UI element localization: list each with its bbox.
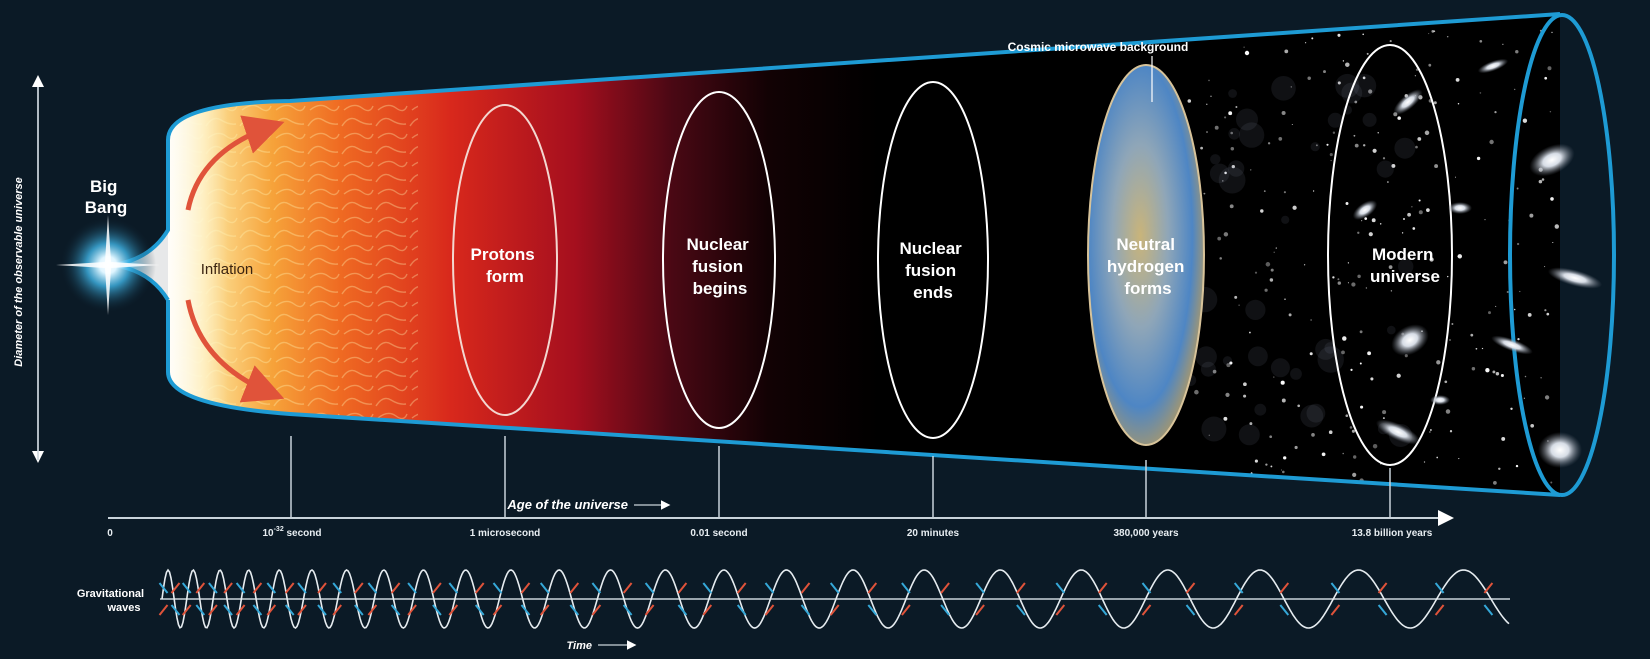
modern-universe-label: Modern universe (1370, 245, 1440, 286)
tick-label-5: 380,000 years (1113, 528, 1179, 539)
inflation-arrow-down (185, 299, 285, 403)
cmb-disk (1087, 64, 1205, 446)
tick-label-3: 0.01 second (690, 528, 747, 539)
age-axis-label: Age of the universe (506, 497, 628, 512)
inflation-label: Inflation (201, 261, 254, 278)
inflation-arrow-up (185, 115, 285, 211)
tick-label-4: 20 minutes (907, 528, 960, 539)
modern-ring (1327, 44, 1453, 466)
age-axis: Age of the universe (108, 436, 1454, 526)
tick-label-0: 0 (107, 528, 113, 539)
gravitational-wave-curve (161, 568, 1510, 630)
tick-label-2: 1 microsecond (470, 528, 541, 539)
protons-ring (452, 104, 558, 416)
gw-polarization-arrows (158, 582, 1494, 616)
fusion-ends-ring (877, 81, 989, 439)
cmb-label: Cosmic microwave background (1008, 40, 1189, 54)
big-bang-label: Big Bang (85, 177, 128, 217)
protons-form-label: Protons form (471, 245, 540, 286)
gravitational-waves (158, 568, 1510, 630)
fusion-begins-ring (662, 91, 776, 429)
neutral-hydrogen-label: Neutral hydrogen forms (1107, 235, 1189, 298)
y-axis-label: Diameter of the observable universe (13, 177, 25, 367)
cone-mouth (1508, 13, 1616, 497)
universe-cone (111, 12, 1561, 497)
time-axis-label: Time (567, 640, 592, 652)
big-bang-flare (56, 215, 160, 315)
gravitational-waves-label: Gravitational waves (77, 588, 147, 614)
fusion-begins-label: Nuclear fusion begins (686, 235, 753, 298)
fusion-ends-label: Nuclear fusion ends (899, 239, 966, 302)
tick-label-1: 10-32 second (262, 526, 321, 539)
galaxies (1352, 58, 1603, 468)
tick-label-6: 13.8 billion years (1352, 528, 1433, 539)
